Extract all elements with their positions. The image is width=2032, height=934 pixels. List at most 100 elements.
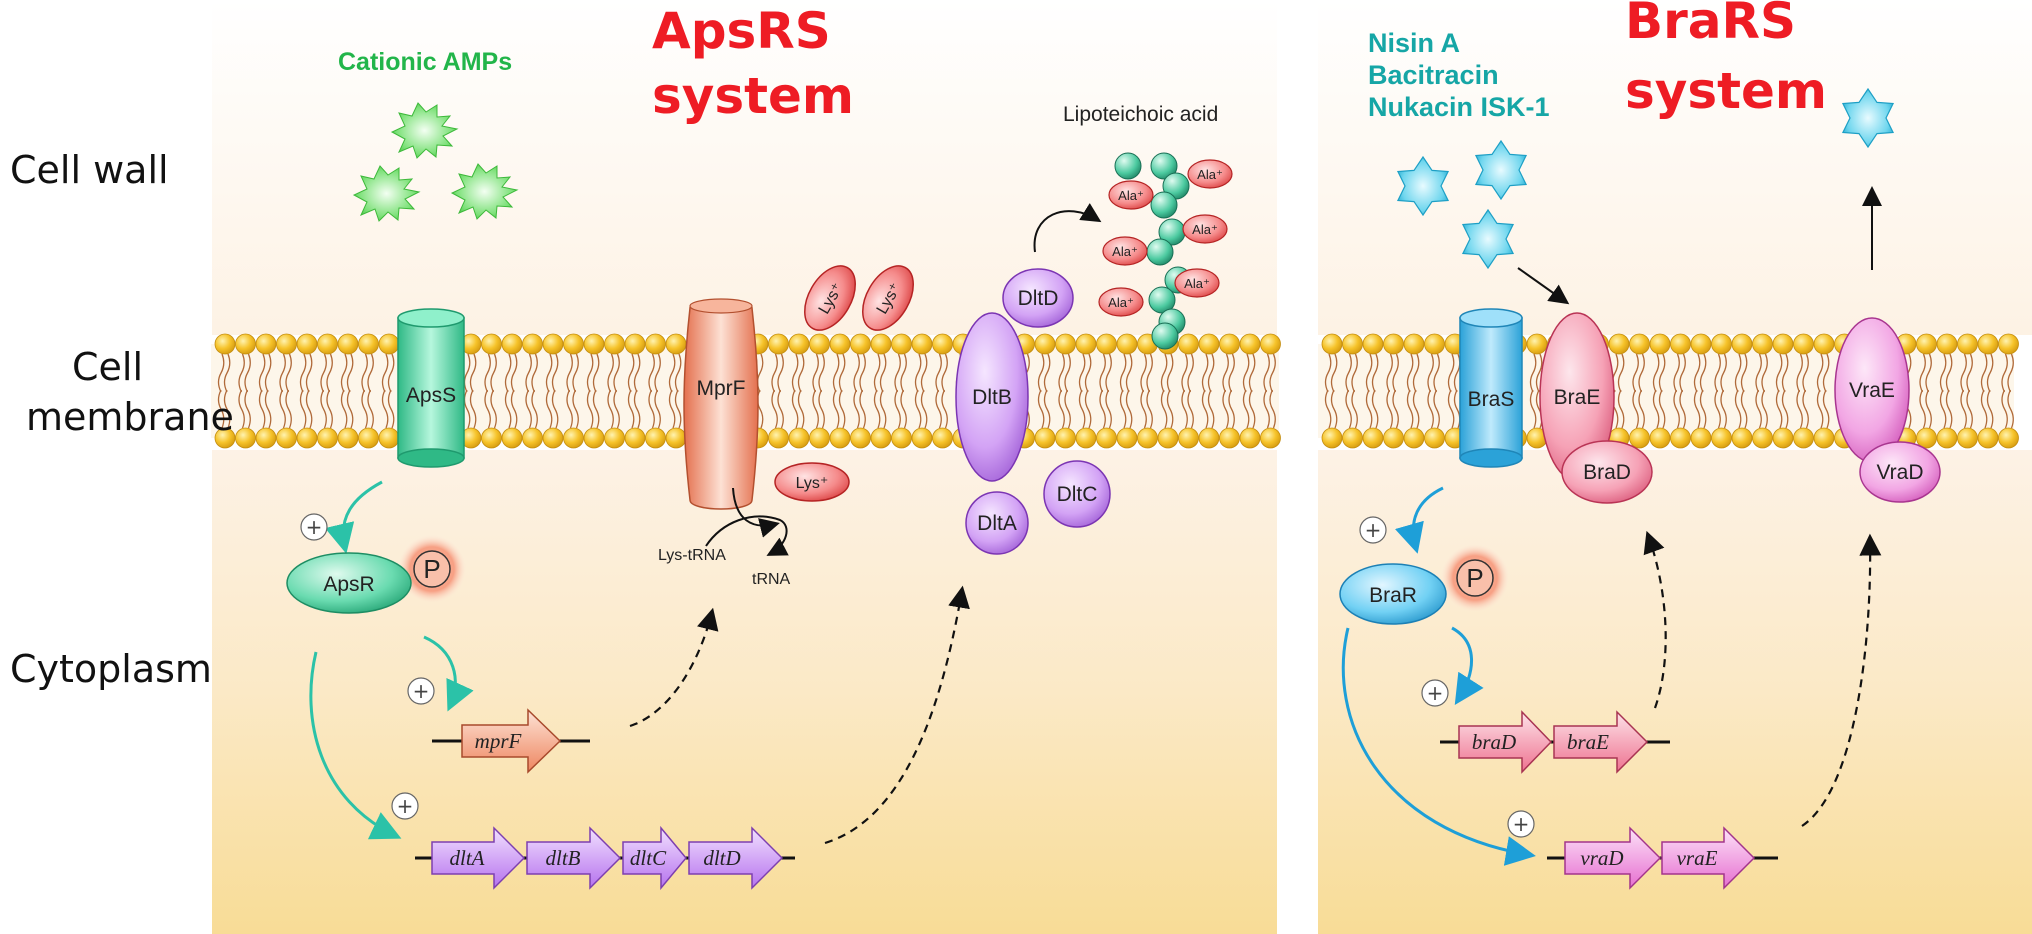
apsrs-title-line2: system: [652, 67, 854, 125]
svg-text:+: +: [1365, 518, 1382, 542]
svg-text:+: +: [1513, 812, 1530, 836]
lys-cytoplasm-label: Lys⁺: [796, 475, 829, 492]
dlta-label: DltA: [977, 512, 1017, 535]
label-cell-wall: Cell wall: [10, 148, 169, 192]
gene-mprf: [461, 708, 562, 774]
vrad-label: VraD: [1876, 461, 1923, 484]
lys-cytoplasm: [774, 462, 850, 502]
brars-wall-region: [1318, 0, 2032, 335]
ala-label: Ala⁺: [1118, 188, 1144, 203]
ala-residue: Ala⁺: [1187, 159, 1233, 189]
lta-bead: [1146, 238, 1174, 266]
svg-text:+: +: [1427, 681, 1444, 705]
arrow-mprf-reaction: [732, 487, 780, 538]
gene-dlta-label: dltA: [450, 846, 485, 870]
apsr-regulator: [286, 552, 412, 614]
label-cytoplasm: Cytoplasm: [10, 647, 212, 691]
phospho-brar-label: P: [1466, 563, 1483, 593]
vrad-protein: [1859, 441, 1941, 503]
arrow-brar-to-vra: [1341, 627, 1536, 866]
brars-title-line2: system: [1625, 62, 1827, 120]
plus-sign: +: [407, 677, 435, 705]
plus-sign: +: [1421, 679, 1449, 707]
brae-label: BraE: [1554, 386, 1601, 409]
bras-sensor: BraS: [1459, 308, 1523, 468]
gene-brad-label: braD: [1472, 730, 1516, 754]
dltb-label: DltB: [972, 386, 1012, 409]
bras-label: BraS: [1468, 388, 1515, 411]
arrow-brar-to-bra: [1451, 626, 1484, 706]
brad-protein: [1561, 440, 1653, 504]
brars-title-line1: BraRS: [1625, 0, 1796, 50]
gene-dltb: [526, 826, 622, 890]
plus-sign: +: [300, 513, 328, 541]
gene-dltd-label: dltD: [703, 846, 740, 870]
arrow-bra-expression: [1643, 530, 1667, 709]
vrae-label: VraE: [1849, 379, 1895, 402]
phospho-apsr-label: P: [423, 554, 440, 584]
lys-trna-label: Lys-tRNA: [658, 547, 726, 564]
ala-label: Ala⁺: [1184, 276, 1210, 291]
gene-vrae-label: vraE: [1677, 846, 1718, 870]
dltc-protein: [1043, 460, 1111, 528]
arrow-ligand-to-brae: [1517, 267, 1570, 305]
label-cell-membrane-line1: Cell: [72, 345, 143, 389]
plus-sign: +: [1359, 516, 1387, 544]
apsrs-title-line1: ApsRS: [652, 2, 831, 60]
gene-dltc-label: dltC: [630, 846, 667, 870]
mprf-protein: MprF: [683, 298, 759, 510]
ala-label: Ala⁺: [1112, 244, 1138, 259]
amp-burst: [450, 163, 519, 220]
brad-label: BraD: [1583, 461, 1631, 484]
svg-text:+: +: [397, 794, 414, 818]
dlta-protein: [965, 491, 1029, 555]
apss-label: ApsS: [406, 384, 456, 407]
arrow-dltd-to-lta: [1033, 203, 1102, 253]
lta-bead: [1151, 322, 1179, 350]
lantibiotic-star: [1474, 139, 1528, 201]
phospho-apsr: [413, 550, 451, 588]
lantibiotic-star: [1396, 155, 1450, 217]
ligand-bacitracin: Bacitracin: [1368, 60, 1499, 90]
amp-burst: [352, 165, 421, 222]
ala-residue: Ala⁺: [1174, 268, 1220, 298]
gene-vrad-label: vraD: [1580, 846, 1623, 870]
lantibiotic-star: [1841, 87, 1895, 149]
gene-brae-label: braE: [1567, 730, 1609, 754]
lta-bead: [1114, 152, 1142, 180]
ala-label: Ala⁺: [1197, 167, 1223, 182]
apss-sensor: ApsS: [397, 308, 465, 468]
ala-residue: Ala⁺: [1182, 214, 1228, 244]
lta-chain: Ala⁺ Ala⁺ Ala⁺ Ala⁺ Ala⁺ Ala⁺: [1098, 152, 1233, 350]
ala-residue: Ala⁺: [1098, 287, 1144, 317]
arrow-dlt-expression: [824, 585, 970, 845]
brar-regulator: [1339, 563, 1447, 625]
gene-dlta: [431, 826, 526, 890]
arrow-apss-to-apsr: [324, 480, 383, 554]
lys-outer-1: Lys⁺: [804, 265, 856, 331]
apsr-label: ApsR: [323, 573, 374, 596]
ala-label: Ala⁺: [1108, 295, 1134, 310]
arrow-apsr-to-dlt: [309, 651, 402, 840]
lys-outer-2: Lys⁺: [862, 265, 914, 331]
brar-label: BraR: [1369, 584, 1417, 607]
arrow-lys-trna: [705, 515, 789, 556]
plus-sign: +: [391, 792, 419, 820]
ala-residue: Ala⁺: [1102, 236, 1148, 266]
amp-burst: [390, 102, 459, 159]
ala-residue: Ala⁺: [1108, 180, 1154, 210]
label-cell-membrane-line2: membrane: [26, 395, 234, 439]
dltb-protein: [955, 312, 1029, 482]
gene-dltc: [622, 825, 687, 891]
gene-brae: [1553, 710, 1649, 774]
lantibiotic-star: [1461, 208, 1515, 270]
dltd-protein: [1002, 268, 1074, 328]
dltd-label: DltD: [1018, 287, 1059, 310]
cationic-amps-label: Cationic AMPs: [338, 48, 512, 76]
arrow-bras-to-brar: [1394, 486, 1444, 554]
arrow-mprf-expression: [629, 607, 719, 728]
dltc-label: DltC: [1057, 483, 1098, 506]
gene-vrae: [1661, 826, 1756, 890]
gene-dltb-label: dltB: [546, 846, 581, 870]
